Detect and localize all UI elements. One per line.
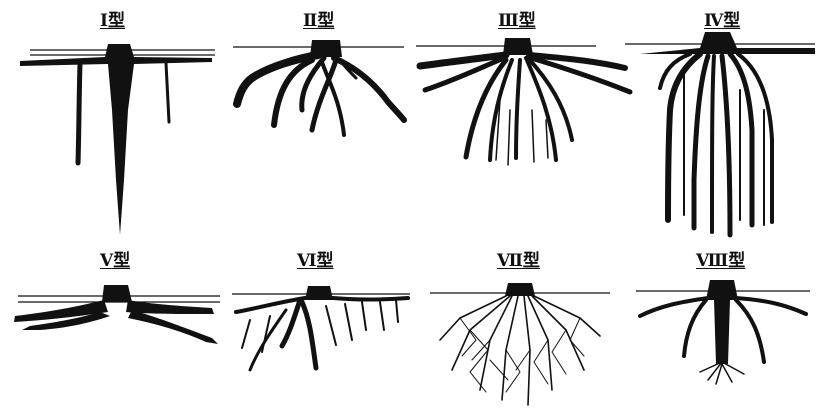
type-3-diagram (416, 38, 630, 165)
type-4-diagram (625, 32, 815, 235)
type-2-diagram (233, 40, 404, 135)
type-1-diagram (20, 44, 215, 235)
type-8-diagram (636, 280, 810, 384)
type-5-diagram (14, 285, 220, 344)
type-7-diagram (430, 283, 610, 405)
type-6-diagram (232, 286, 410, 370)
